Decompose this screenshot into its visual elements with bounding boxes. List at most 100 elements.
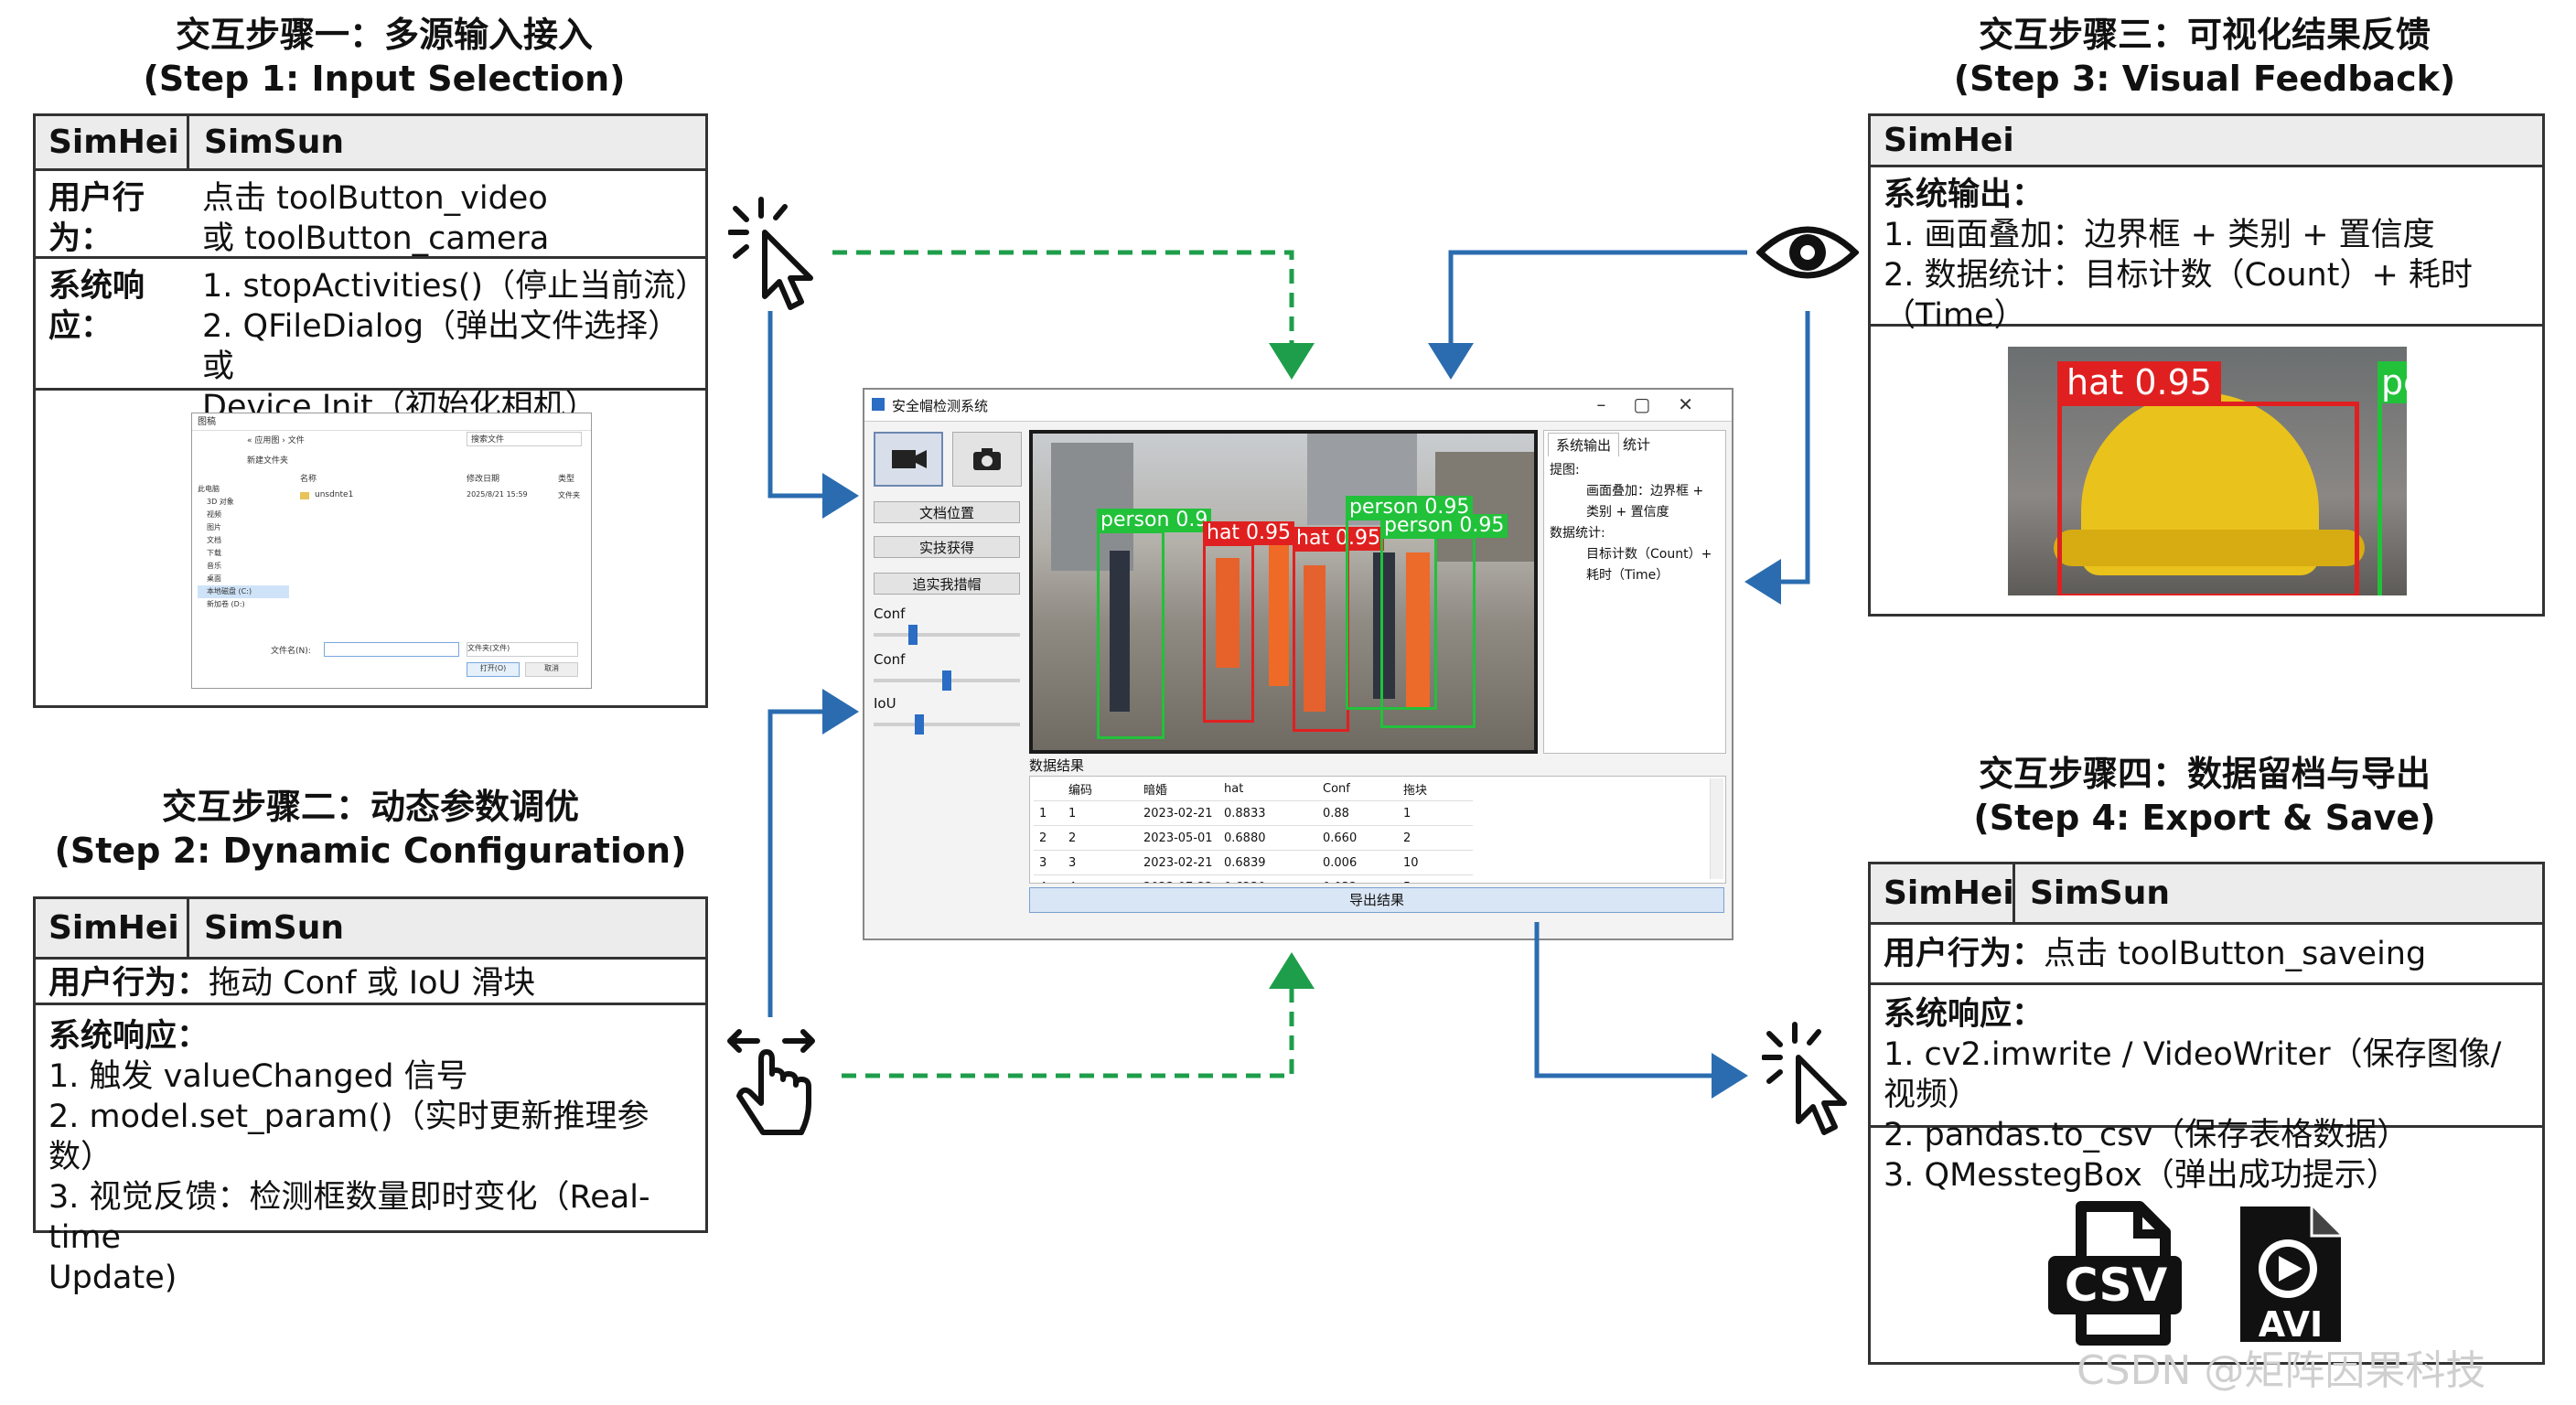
conf-label-2: Conf — [874, 651, 906, 668]
table-header-row: 编码 暗婚 hat Conf 拖块 — [1034, 777, 1473, 801]
app-titlebar: 安全帽检测系统 –▢✕ — [864, 390, 1732, 422]
worker — [1110, 551, 1130, 712]
step4-user-row: 用户行为： 点击 toolButton_saveing — [1871, 925, 2542, 985]
table-cell: 4 — [1034, 874, 1063, 883]
table-header: hat — [1218, 777, 1317, 801]
step3-title-en: (Step 3: Visual Feedback) — [1953, 59, 2456, 99]
step2-sys-label: 系统响应： — [48, 1018, 209, 1055]
step1-box: SimHei SimSun 用户行为： 点击 toolButton_video … — [33, 113, 708, 708]
iou-slider-handle[interactable] — [915, 714, 924, 735]
table-cell: 2023-05-01 — [1138, 825, 1218, 851]
file-dialog-col-date: 修改日期 — [467, 475, 500, 484]
table-row[interactable]: 442023-07-220.62300.0325 — [1034, 874, 1473, 883]
worker — [1373, 552, 1395, 699]
detect-button[interactable]: 追实我措帽 — [874, 573, 1020, 595]
tree-item[interactable]: 下载 — [207, 549, 221, 557]
file-dialog-search[interactable]: 搜索文件 — [467, 432, 582, 446]
step4-sys-row: 系统响应： 1. cv2.imwrite / VideoWriter（保存图像/… — [1871, 985, 2542, 1194]
file-dialog-file-date: 2025/8/21 15:59 — [467, 490, 528, 499]
results-label: 数据结果 — [1029, 757, 1085, 774]
tree-item[interactable]: 图片 — [207, 523, 221, 531]
step4-user-text: 点击 toolButton_saveing — [2044, 935, 2427, 972]
file-dialog-file-name[interactable]: unsdnte1 — [315, 490, 354, 499]
step2-title-en: (Step 2: Dynamic Configuration) — [54, 831, 687, 871]
step3-sys-line: 1. 画面叠加：边界框 + 类别 + 置信度 — [1884, 217, 2435, 253]
video-button[interactable] — [874, 432, 943, 487]
tree-item[interactable]: 桌面 — [207, 574, 221, 583]
app-icon — [872, 398, 885, 411]
tree-item[interactable]: 本地磁盘 (C:) — [198, 585, 289, 598]
step3-sys-row: 系统输出： 1. 画面叠加：边界框 + 类别 + 置信度 2. 数据统计：目标计… — [1871, 167, 2542, 334]
file-location-button[interactable]: 文档位置 — [874, 501, 1020, 523]
export-button[interactable]: 导出结果 — [1029, 887, 1724, 913]
conf-slider-handle[interactable] — [908, 625, 918, 645]
step4-box: SimHei SimSun 用户行为： 点击 toolButton_savein… — [1868, 862, 2545, 1365]
table-header: 暗婚 — [1138, 777, 1218, 801]
tab-system-output[interactable]: 系统输出 — [1548, 433, 1620, 456]
step4-user-label: 用户行为： — [1884, 935, 2045, 972]
building — [1051, 443, 1133, 571]
file-dialog-new-folder[interactable]: 新建文件夹 — [247, 456, 289, 466]
conf-slider-2-handle[interactable] — [942, 670, 951, 691]
realtime-button[interactable]: 实技获得 — [874, 536, 1020, 558]
conf-slider-2[interactable] — [874, 670, 1020, 691]
table-scrollbar[interactable] — [1710, 778, 1723, 879]
table-cell: 2 — [1398, 825, 1473, 851]
file-dialog-filename-input[interactable] — [324, 642, 459, 657]
step1-sys-line: 2. QFileDialog（弹出文件选择）或 — [202, 308, 681, 385]
file-dialog-filter[interactable]: 文件夹(文件) — [467, 642, 578, 657]
tree-item[interactable]: 新加卷 (D:) — [207, 600, 245, 608]
folder-icon — [300, 492, 309, 499]
step4-sys-line: 2. pandas.to_csv（保存表格数据） — [1884, 1117, 2410, 1153]
step2-box: SimHei SimSun 用户行为： 拖动 Conf 或 IoU 滑块 系统响… — [33, 896, 708, 1296]
photo-camera-icon — [973, 448, 1001, 470]
step1-user-text: 点击 toolButton_video 或 toolButton_camera — [202, 180, 550, 257]
table-header: 编码 — [1063, 777, 1138, 801]
stats-line: 目标计数（Count）+ — [1586, 547, 1712, 562]
table-cell: 3 — [1034, 850, 1063, 875]
table-cell: 2023-02-21 — [1138, 800, 1218, 826]
hat-box — [2057, 402, 2359, 595]
step1-font-a: SimHei — [36, 116, 189, 168]
step3-sys-line: 2. 数据统计：目标计数（Count）+ 耗时（Time） — [1884, 257, 2473, 334]
file-dialog-cancel-button[interactable]: 取消 — [525, 662, 578, 677]
table-cell: 4 — [1063, 874, 1138, 883]
table-cell: 0.6230 — [1218, 874, 1317, 883]
step1-title: 交互步骤一：多源输入接入 (Step 1: Input Selection) — [37, 13, 732, 101]
table-cell: 2023-02-21 — [1138, 850, 1218, 875]
table-header: Conf — [1317, 777, 1398, 801]
detection-label-hat: hat 0.95 — [1293, 527, 1385, 551]
tree-item[interactable]: 视频 — [207, 510, 221, 519]
person-box-label: pe — [2377, 361, 2407, 403]
tree-item[interactable]: 3D 对象 — [207, 498, 234, 506]
table-cell: 0.88 — [1317, 800, 1398, 826]
file-dialog-filename-label: 文件名(N): — [271, 647, 311, 656]
camera-button[interactable] — [952, 432, 1022, 487]
worker — [1304, 565, 1326, 712]
conf-slider[interactable] — [874, 625, 1020, 645]
iou-slider[interactable] — [874, 714, 1020, 735]
step4-title-cn: 交互步骤四：数据留档与导出 — [1978, 754, 2431, 794]
table-cell: 2 — [1063, 825, 1138, 851]
step2-sys-line: 1. 触发 valueChanged 信号 — [48, 1058, 468, 1095]
tree-item[interactable]: 音乐 — [207, 562, 221, 570]
file-dialog-open-button[interactable]: 打开(O) — [467, 662, 520, 677]
file-dialog-col-name: 名称 — [300, 475, 317, 484]
video-frame: person 0.9 hat 0.95 hat 0.95 person 0.95… — [1029, 430, 1538, 754]
step4-font-b: SimSun — [2030, 874, 2170, 912]
tree-item[interactable]: 此电脑 — [198, 485, 220, 493]
step2-font-b: SimSun — [204, 909, 344, 947]
window-controls[interactable]: –▢✕ — [1596, 393, 1721, 415]
tree-item[interactable]: 文档 — [207, 536, 221, 544]
watermark: CSDN @矩阵因果科技 — [2077, 1347, 2486, 1394]
step1-title-en: (Step 1: Input Selection) — [143, 59, 626, 99]
tab-statistics[interactable]: 统计 — [1623, 436, 1651, 453]
step3-header: SimHei — [1871, 116, 2542, 167]
table-header — [1034, 777, 1063, 801]
click-cursor-icon — [1762, 1022, 1847, 1135]
iou-label: IoU — [874, 695, 896, 712]
table-cell: 0.6880 — [1218, 825, 1317, 851]
